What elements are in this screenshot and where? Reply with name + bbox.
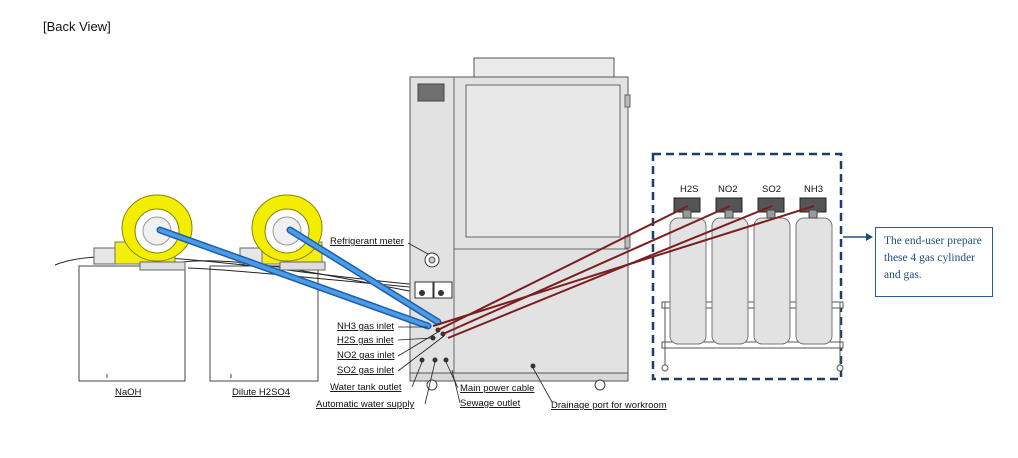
test-chamber	[409, 57, 631, 391]
label-naoh: NaOH	[115, 387, 142, 398]
gas-line-so2	[447, 205, 773, 339]
label-drainage-port: Drainage port for workroom	[551, 400, 667, 411]
leader-lines	[397, 242, 553, 405]
label-dilute-h2so4: Dilute H2SO4	[232, 387, 290, 398]
label-no2-inlet: NO2 gas inlet	[337, 350, 395, 361]
cylinder-label-h2s: H2S	[680, 184, 698, 195]
end-user-note: The end-user prepare these 4 gas cylinde…	[875, 227, 993, 297]
gas-line-nh3	[432, 205, 815, 327]
cylinder-rack	[661, 301, 844, 372]
naoh-tank	[78, 265, 186, 382]
label-refrigerant-meter: Refrigerant meter	[330, 236, 404, 247]
note-arrow-head	[866, 233, 873, 241]
diagram-title: [Back View]	[43, 19, 111, 34]
h2so4-tank	[209, 265, 319, 382]
label-automatic-water-supply: Automatic water supply	[316, 399, 414, 410]
cylinder-no2	[711, 197, 749, 345]
label-h2s-inlet: H2S gas inlet	[337, 335, 394, 346]
label-main-power-cable: Main power cable	[460, 383, 534, 394]
label-nh3-inlet: NH3 gas inlet	[337, 321, 394, 332]
cylinder-label-no2: NO2	[718, 184, 738, 195]
gas-line-no2	[442, 205, 731, 335]
label-water-tank-outlet: Water tank outlet	[330, 382, 402, 393]
cylinder-label-so2: SO2	[762, 184, 781, 195]
cylinder-so2	[753, 197, 791, 345]
cylinder-nh3	[795, 197, 833, 345]
cylinder-label-nh3: NH3	[804, 184, 823, 195]
cylinder-dashed-box	[651, 152, 843, 381]
label-so2-inlet: SO2 gas inlet	[337, 365, 394, 376]
label-sewage-outlet: Sewage outlet	[460, 398, 521, 409]
gas-line-h2s	[437, 205, 689, 331]
fan-h2so4	[239, 194, 326, 271]
